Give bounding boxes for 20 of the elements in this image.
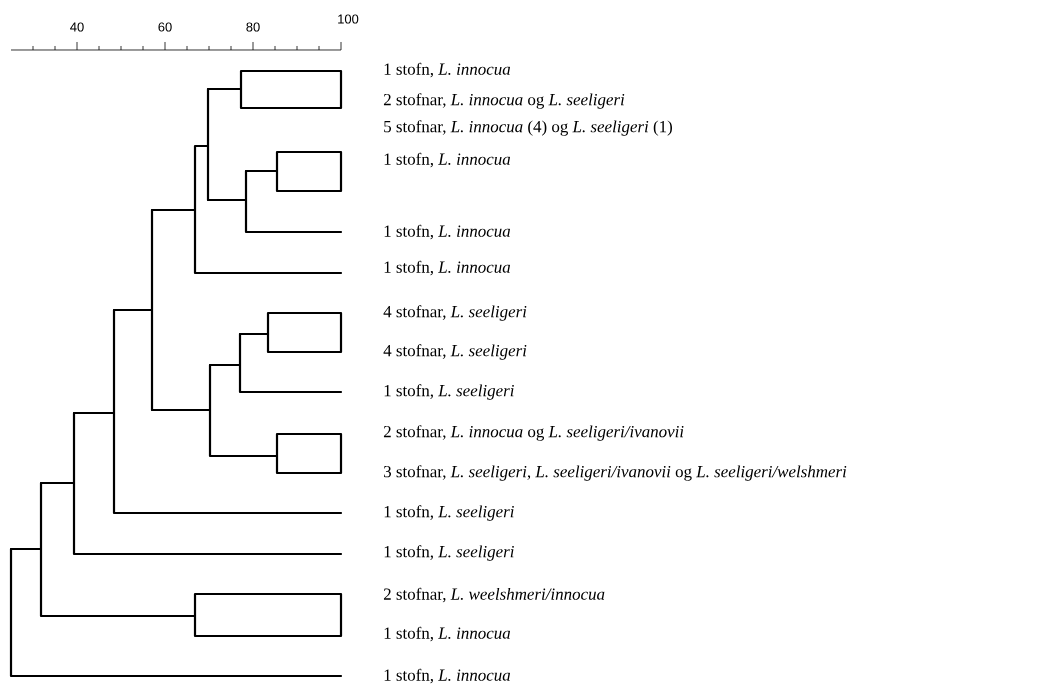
taxon-label: 2 stofnar, L. weelshmeri/innocua bbox=[383, 587, 605, 603]
tick-label: 40 bbox=[70, 22, 84, 32]
taxon-label: 1 stofn, L. seeligeri bbox=[384, 545, 514, 561]
taxon-label: 1 stofn, L. seeligeri bbox=[384, 505, 514, 521]
taxon-label: 1 stofn, L. innocua bbox=[384, 224, 511, 240]
taxon-label: 4 stofnar, L. seeligeri bbox=[383, 344, 527, 360]
taxon-label: 1 stofn, L. innocua bbox=[384, 62, 511, 78]
taxon-label: 1 stofn, L. seeligeri bbox=[384, 384, 514, 400]
taxon-label: 3 stofnar, L. seeligeri, L. seeligeri/ivanovii og L. seeligeri/welshmeri bbox=[384, 465, 847, 481]
taxon-label: 1 stofn, L. innocua bbox=[384, 260, 511, 276]
taxon-label: 1 stofn, L. innocua bbox=[384, 668, 511, 684]
tick-label: 80 bbox=[246, 22, 260, 32]
taxon-label: 2 stofnar, L. innocua og L. seeligeri/ivanovii bbox=[383, 425, 684, 441]
taxon-label: 5 stofnar, L. innocua (4) og L. seeligeri (1) bbox=[384, 120, 672, 136]
tick-label: 60 bbox=[158, 22, 172, 32]
tick-label: 100 bbox=[338, 14, 359, 24]
taxon-label: 1 stofn, L. innocua bbox=[384, 626, 511, 642]
taxon-label: 4 stofnar, L. seeligeri bbox=[383, 305, 527, 321]
taxon-label: 1 stofn, L. innocua bbox=[384, 152, 511, 168]
taxon-label: 2 stofnar, L. innocua og L. seeligeri bbox=[383, 93, 625, 109]
